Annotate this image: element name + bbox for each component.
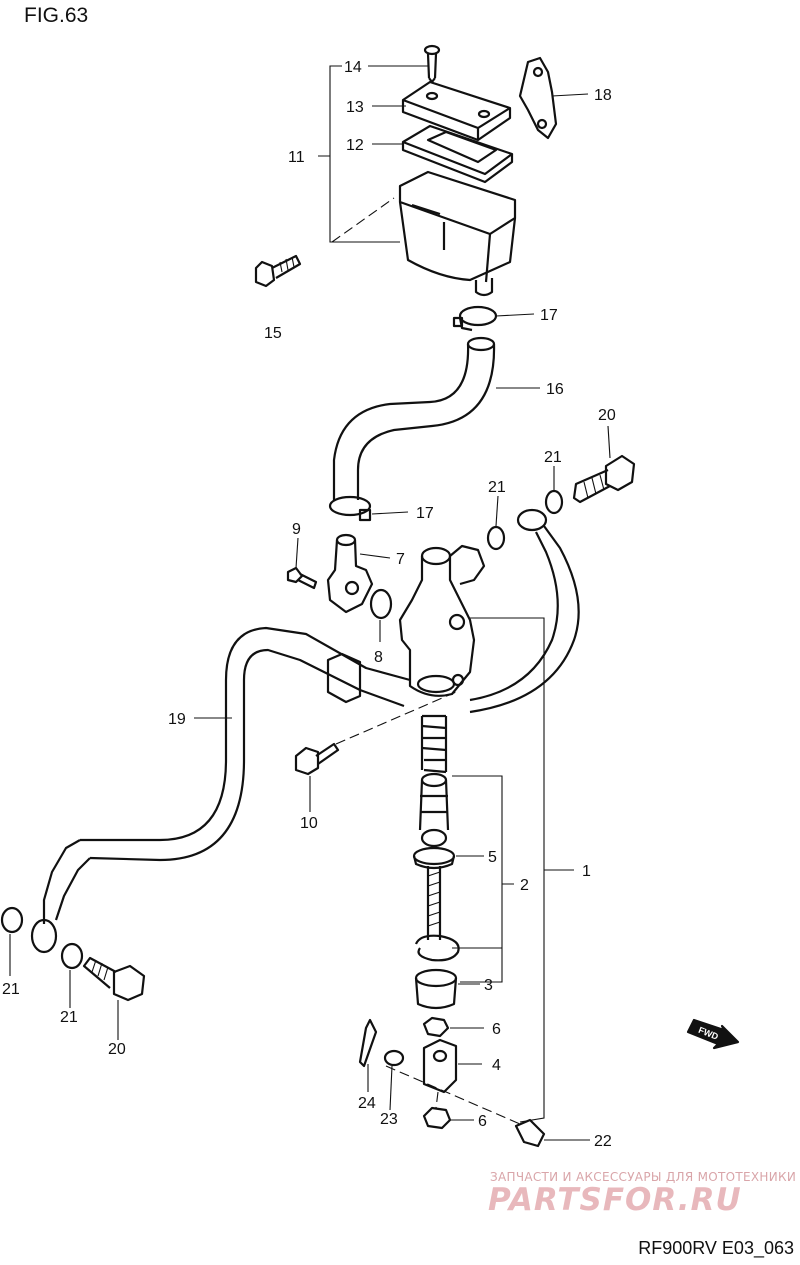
reservoir-bracket [518,56,558,140]
reservoir-hose [332,336,496,500]
reservoir-cap [401,80,512,142]
piston-assembly [418,772,450,848]
callout-9: 9 [292,521,301,538]
callout-6: 6 [492,1021,501,1038]
push-rod [426,866,442,940]
lock-nut-upper [422,1016,450,1038]
banjo-washer-right-a [486,525,506,551]
callout-10: 10 [300,815,318,832]
right-brake-hose [469,508,580,714]
banjo-washer-left-b [60,942,84,970]
circlip [414,934,460,962]
lock-nut-lower [422,1106,452,1130]
clevis-washer [383,1049,405,1067]
callout-19: 19 [168,711,186,728]
banjo-washer-right-b [544,489,564,515]
callout-3: 3 [484,977,493,994]
callout-20: 20 [598,407,616,424]
callout-13: 13 [346,99,364,116]
callout-24: 24 [358,1095,376,1112]
callout-17: 17 [416,505,434,522]
push-rod-clevis [422,1038,458,1094]
callout-6: 6 [478,1113,487,1130]
fluid-reservoir [398,170,517,297]
push-rod-plate [412,846,456,870]
callout-21: 21 [60,1009,78,1026]
diagram-code: RF900RV E03_063 [638,1238,794,1258]
reservoir-diaphragm [401,124,514,184]
callout-20: 20 [108,1041,126,1058]
return-spring [420,714,448,774]
callout-1: 1 [582,863,591,880]
banjo-washer-left-a [0,906,24,934]
brake-hose [30,626,411,954]
callout-17: 17 [540,307,558,324]
callout-12: 12 [346,137,364,154]
dust-boot [414,968,458,1010]
callout-21: 21 [544,449,562,466]
cylinder-mounting-bolt [294,742,340,776]
callout-2: 2 [520,877,529,894]
callout-5: 5 [488,849,497,866]
callout-14: 14 [344,59,362,76]
forward-direction-indicator: FWD [686,1018,740,1050]
callout-16: 16 [546,381,564,398]
callout-22: 22 [594,1133,612,1150]
callout-18: 18 [594,87,612,104]
inlet-fitting-screw [286,566,318,590]
reservoir-mounting-bolt [254,254,302,288]
watermark-caption: ЗАПЧАСТИ И АКСЕССУАРЫ ДЛЯ МОТОТЕХНИКИ [490,1170,797,1184]
inlet-fitting [326,533,374,614]
callout-11: 11 [288,149,305,166]
callout-21: 21 [2,981,20,998]
clevis-pin [514,1118,546,1148]
callout-21: 21 [488,479,506,496]
inlet-o-ring [369,588,393,620]
banjo-bolt-right [572,454,636,504]
banjo-bolt-left [82,956,146,1002]
reservoir-cap-screw [423,44,441,84]
watermark-logo: PARTSFOR.RU [488,1182,742,1218]
cotter-pin [358,1018,378,1068]
callout-8: 8 [374,649,383,666]
callout-23: 23 [380,1111,398,1128]
callout-7: 7 [396,551,405,568]
hose-clamp-lower [328,495,372,522]
hose-clamp-upper [452,305,498,332]
master-cylinder-body [398,544,486,697]
figure-title: FIG.63 [24,4,89,27]
callout-4: 4 [492,1057,501,1074]
callout-15: 15 [264,325,282,342]
